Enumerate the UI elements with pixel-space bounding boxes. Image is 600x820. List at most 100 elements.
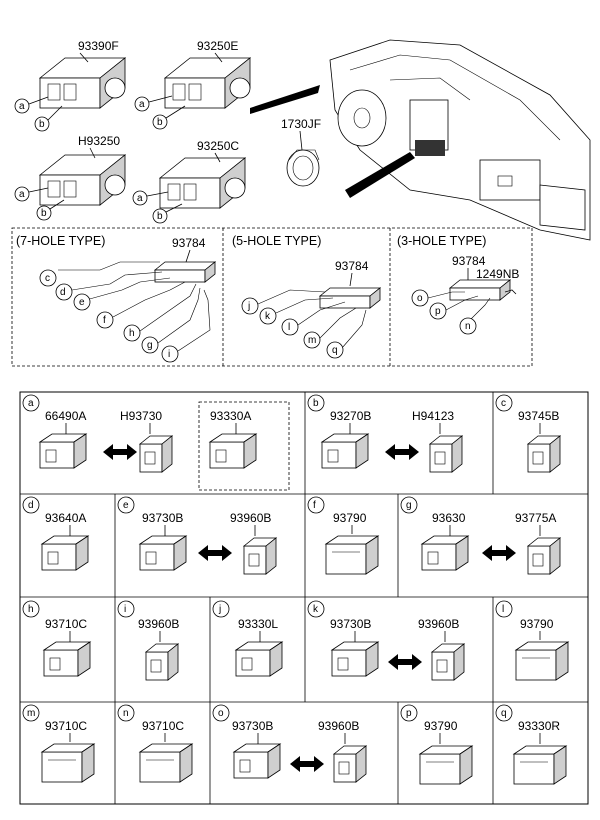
callout-k: k: [259, 307, 277, 325]
part-number-label: 93784: [172, 236, 206, 250]
svg-text:f: f: [103, 315, 106, 326]
svg-text:m: m: [308, 335, 316, 346]
callout-f: f: [96, 311, 114, 329]
cell-i: i 93960B: [117, 600, 179, 681]
callout-b: [36, 205, 52, 221]
part-number-label: 93790: [424, 719, 458, 733]
svg-text:k: k: [265, 311, 271, 322]
part-number-label: 93330L: [238, 617, 278, 631]
callout-a: [132, 190, 148, 206]
svg-text:e: e: [79, 297, 85, 308]
svg-text:h: h: [129, 328, 135, 339]
switch-grid: [19, 391, 589, 805]
callout-j: j: [241, 297, 259, 315]
cell-letter: f: [313, 500, 316, 511]
part-number-label: 93710C: [142, 719, 184, 733]
svg-text:i: i: [168, 349, 170, 360]
part-number-label: 93640A: [45, 511, 86, 525]
part-number-label: 93960B: [230, 511, 271, 525]
cell-n: n 93710C: [117, 704, 193, 783]
callout-g: g: [141, 336, 159, 354]
svg-text:g: g: [147, 340, 153, 351]
part-number-label: 66490A: [45, 409, 86, 423]
callout-a: [14, 186, 30, 202]
cell-c: c 93745B: [495, 394, 561, 473]
callout-l: l: [281, 318, 299, 336]
section-title: (5-HOLE TYPE): [232, 234, 321, 248]
cell-d: d 93640A: [22, 496, 89, 571]
cell-letter: h: [28, 604, 34, 615]
callout-n: n: [459, 317, 477, 335]
part-number-label: 93250C: [197, 139, 239, 153]
cell-letter: i: [124, 604, 126, 615]
switch-panel-93390F: 93390F a b: [14, 39, 126, 132]
callout-c: c: [39, 269, 57, 287]
cell-l: l 93790: [495, 600, 569, 681]
callout-b: [34, 116, 50, 132]
callout-e: e: [73, 293, 91, 311]
cell-j: j 93330L: [212, 600, 283, 677]
cell-o: o 93730B 93960B: [212, 704, 367, 783]
switch-panel-93250E: 93250E a b: [134, 39, 251, 130]
cell-b: b 93270B H94123: [307, 394, 463, 473]
part-number-label: 93270B: [330, 409, 371, 423]
section-title: (3-HOLE TYPE): [397, 234, 486, 248]
part-number-label: H93730: [120, 409, 162, 423]
switch-panel-H93250: H93250 a b: [14, 134, 126, 221]
part-number-label: 93960B: [318, 719, 359, 733]
callout-letter: b: [39, 119, 45, 130]
cell-letter: b: [313, 398, 319, 409]
part-number-label: 1249NB: [476, 267, 519, 281]
callout-b: [152, 208, 168, 224]
part-number-label: 1730JF: [281, 117, 321, 131]
switch-panel-93250C: 93250C a b: [132, 139, 246, 224]
callout-q: q: [326, 341, 344, 359]
callout-a: [14, 98, 30, 114]
part-number-label: 93784: [335, 259, 369, 273]
part-number-label: 93710C: [45, 617, 87, 631]
cell-letter: n: [123, 708, 129, 719]
cell-q: q 93330R: [495, 704, 567, 785]
callout-m: m: [303, 331, 321, 349]
callout-a: [134, 96, 150, 112]
svg-text:d: d: [60, 287, 66, 298]
svg-text:q: q: [332, 345, 338, 356]
part-number-label: 93790: [520, 617, 554, 631]
hole-type-3: (3-HOLE TYPE) 93784 1249NB o p n: [397, 234, 519, 335]
part-number-label: 93790: [333, 511, 367, 525]
cell-letter: d: [28, 500, 34, 511]
part-number-label: H93250: [78, 134, 120, 148]
part-number-label: 93784: [452, 254, 486, 268]
callout-letter: a: [19, 101, 25, 112]
cell-letter: l: [502, 604, 504, 615]
callout-b: [152, 114, 168, 130]
cell-p: p 93790: [400, 704, 473, 785]
part-number-label: 93630: [432, 511, 466, 525]
hole-type-5: (5-HOLE TYPE) 93784 j k l m q: [232, 234, 381, 359]
part-number-label: 93745B: [518, 409, 559, 423]
callout-h: h: [123, 324, 141, 342]
cell-letter: a: [28, 398, 34, 409]
hole-type-7: (7-HOLE TYPE) 93784 c d e f h g i: [16, 234, 216, 363]
callout-letter: a: [19, 189, 25, 200]
cell-f: f 93790: [307, 496, 379, 575]
part-number-label: 93330R: [518, 719, 560, 733]
cell-letter: m: [27, 708, 35, 719]
cell-letter: c: [501, 398, 506, 409]
cell-e: e 93730B 93960B: [117, 496, 277, 575]
callout-letter: b: [157, 211, 163, 222]
hole-type-box: [11, 227, 533, 367]
cell-letter: g: [406, 500, 412, 511]
svg-text:n: n: [465, 321, 471, 332]
callout-letter: b: [157, 117, 163, 128]
cell-m: m 93710C: [22, 704, 95, 783]
cell-g: g 93630 93775A: [400, 496, 561, 575]
part-number-label: H94123: [412, 409, 454, 423]
knob-1730JF: 1730JF: [281, 117, 321, 187]
part-number-label: 93730B: [232, 719, 273, 733]
callout-letter: a: [137, 193, 143, 204]
callout-letter: a: [139, 99, 145, 110]
part-number-label: 93390F: [78, 39, 119, 53]
callout-d: d: [55, 283, 73, 301]
